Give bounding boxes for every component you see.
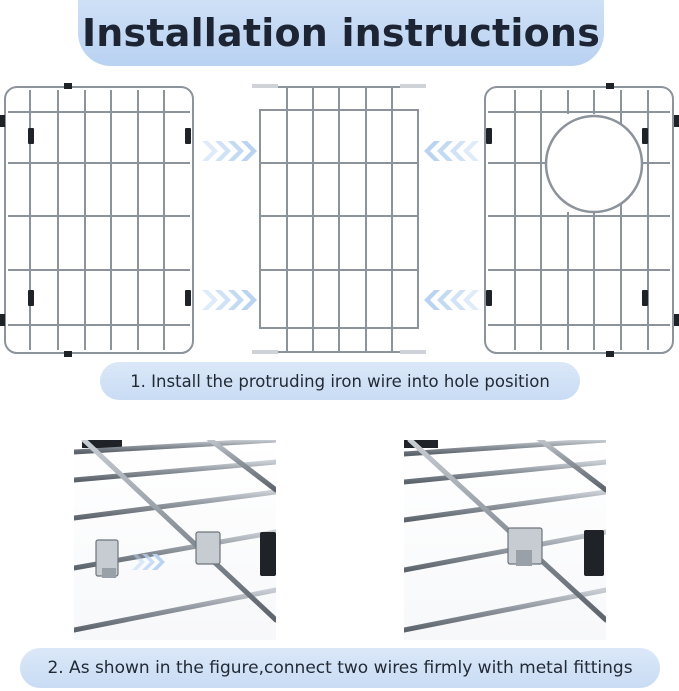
page-title: Installation instructions xyxy=(81,11,601,55)
photo-before-connection xyxy=(74,440,276,640)
step2-caption: 2. As shown in the figure,connect two wi… xyxy=(20,648,660,688)
step2-text: 2. As shown in the figure,connect two wi… xyxy=(47,658,633,678)
step1-caption: 1. Install the protruding iron wire into… xyxy=(100,362,580,400)
arrow-right-icon xyxy=(202,141,257,161)
arrow-left-icon xyxy=(424,290,479,310)
photo-after-connection xyxy=(404,440,606,640)
step1-text: 1. Install the protruding iron wire into… xyxy=(130,371,550,391)
title-banner: Installation instructions xyxy=(78,0,604,66)
arrow-left-icon xyxy=(424,141,479,161)
arrow-right-icon xyxy=(202,290,257,310)
